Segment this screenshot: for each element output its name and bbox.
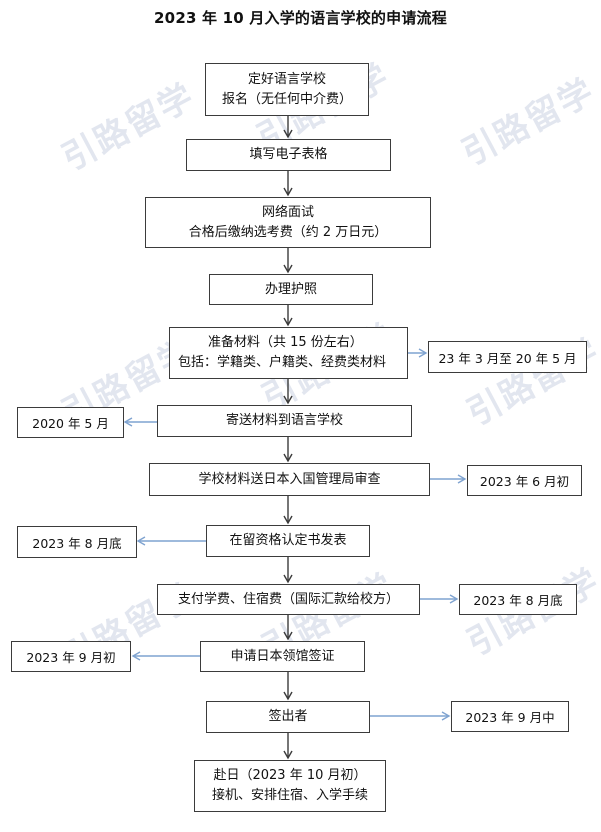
step-line: 申请日本领馆签证 (230, 648, 335, 664)
step-line: 签出者 (268, 709, 308, 724)
step-fill-form: 填写电子表格 (186, 139, 391, 171)
step-line: 填写电子表格 (249, 147, 328, 162)
step-visa-application: 申请日本领馆签证 (200, 641, 365, 672)
step-line: 支付学费、住宿费（国际汇款给校方） (177, 591, 399, 607)
step-pay-fees: 支付学费、住宿费（国际汇款给校方） (157, 584, 420, 615)
step-line: 学校材料送日本入国管理局审查 (198, 471, 381, 487)
step-line: 包括：学籍类、户籍类、经费类材料 (178, 355, 387, 370)
side-note-review-date: 2023 年 6 月初 (467, 465, 582, 496)
step-line: 在留资格认定书发表 (229, 533, 347, 548)
step-line: 报名（无任何中介费） (221, 91, 352, 107)
step-passport: 办理护照 (209, 274, 373, 305)
side-note-text: 2023 年 8 月底 (473, 593, 563, 608)
step-go-to-japan: 赴日（2023 年 10 月初） 接机、安排住宿、入学手续 (194, 760, 386, 812)
step-prepare-documents: 准备材料（共 15 份左右） 包括：学籍类、户籍类、经费类材料 (169, 327, 408, 379)
side-note-visa-apply-date: 2023 年 9 月初 (11, 641, 131, 672)
side-note-text: 2023 年 9 月初 (26, 650, 116, 665)
step-line: 准备材料（共 15 份左右） (208, 335, 363, 350)
side-note-coe-date: 2023 年 8 月底 (17, 526, 137, 558)
step-line: 合格后缴纳选考费（约 2 万日元） (188, 224, 388, 240)
side-note-text: 2023 年 8 月底 (32, 535, 122, 551)
step-line: 赴日（2023 年 10 月初） (213, 768, 367, 783)
side-note-documents-period: 23 年 3 月至 20 年 5 月 (428, 341, 587, 373)
step-immigration-review: 学校材料送日本入国管理局审查 (149, 463, 430, 496)
step-send-documents: 寄送材料到语言学校 (157, 405, 412, 437)
side-note-text: 2023 年 9 月中 (465, 710, 555, 725)
side-note-text: 23 年 3 月至 20 年 5 月 (438, 350, 577, 366)
step-line: 接机、安排住宿、入学手续 (211, 788, 368, 803)
step-online-interview: 网络面试 合格后缴纳选考费（约 2 万日元） (145, 197, 431, 248)
step-visa-issued: 签出者 (206, 701, 370, 733)
step-line: 定好语言学校 (247, 71, 326, 87)
side-note-send-date: 2020 年 5 月 (17, 407, 124, 438)
step-coe-issued: 在留资格认定书发表 (206, 525, 370, 557)
side-note-text: 2023 年 6 月初 (479, 474, 570, 489)
step-line: 办理护照 (264, 281, 317, 297)
step-choose-school: 定好语言学校 报名（无任何中介费） (205, 63, 369, 116)
side-note-text: 2020 年 5 月 (32, 416, 109, 431)
side-note-payment-date: 2023 年 8 月底 (459, 584, 577, 615)
step-line: 寄送材料到语言学校 (225, 413, 343, 428)
page-title: 2023 年 10 月入学的语言学校的申请流程 (154, 9, 447, 27)
step-line: 网络面试 (261, 204, 314, 220)
side-note-visa-issued-date: 2023 年 9 月中 (451, 701, 569, 732)
